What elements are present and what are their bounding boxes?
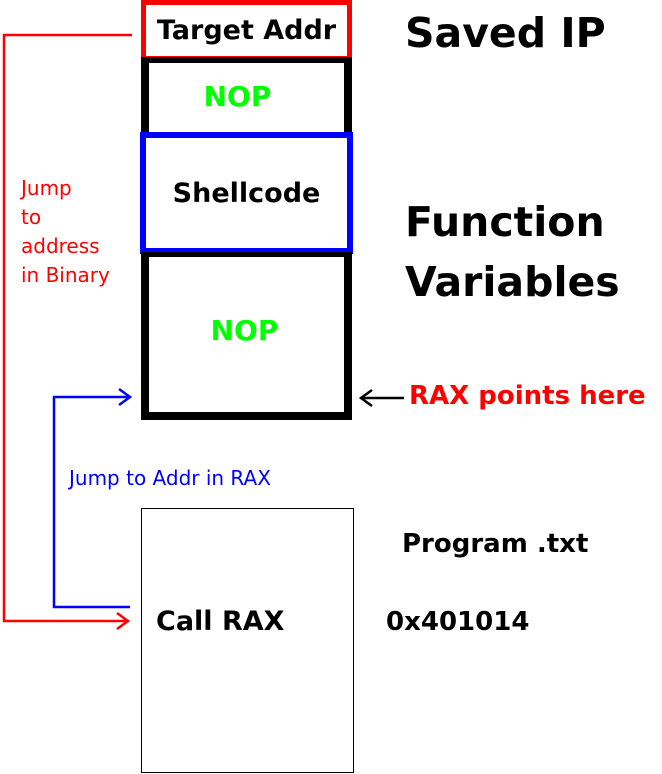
blue-jump-arrow	[52, 395, 130, 609]
jump-binary-line: Jump	[21, 176, 72, 200]
jump-binary-label: Jump to address in Binary	[21, 174, 110, 290]
program-label: Program .txt	[402, 529, 589, 559]
stack-divider	[141, 57, 352, 63]
program-box	[141, 508, 354, 773]
target-addr-box: Target Addr	[141, 0, 352, 61]
jump-binary-line: to	[21, 205, 42, 229]
function-label: Function	[405, 198, 605, 246]
saved-ip-label: Saved IP	[405, 9, 606, 57]
nop-top-label: NOP	[203, 80, 272, 113]
blue-arrowhead-icon	[118, 387, 133, 407]
address-label: 0x401014	[386, 607, 530, 637]
red-arrowhead-icon	[116, 611, 131, 631]
red-jump-arrow	[2, 33, 132, 623]
nop-bottom-label: NOP	[210, 314, 279, 347]
shellcode-label: Shellcode	[172, 177, 321, 209]
call-rax-label: Call RAX	[156, 606, 285, 637]
stack-divider	[141, 252, 352, 257]
jump-rax-label: Jump to Addr in RAX	[69, 466, 271, 490]
jump-binary-line: in Binary	[21, 263, 110, 287]
jump-binary-line: address	[21, 234, 100, 258]
target-addr-label: Target Addr	[156, 15, 337, 46]
rax-pointer-arrowhead-icon	[358, 388, 373, 408]
shellcode-box: Shellcode	[140, 132, 353, 254]
variables-label: Variables	[405, 258, 620, 306]
rax-points-label: RAX points here	[409, 381, 646, 411]
